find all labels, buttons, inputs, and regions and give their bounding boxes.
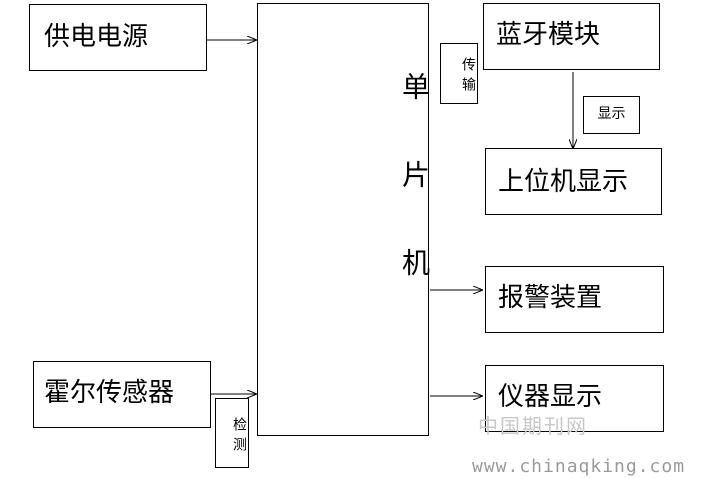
host-display-label: 上位机显示 [498, 167, 629, 197]
instrument-display-block: 仪器显示 [485, 365, 664, 432]
hall-sensor-block: 霍尔传感器 [33, 361, 211, 428]
power-supply-block: 供电电源 [29, 4, 207, 71]
detect-edge-label: 检测 [215, 398, 249, 468]
mcu-block: 单片机 [257, 3, 431, 436]
alarm-device-block: 报警装置 [485, 266, 664, 333]
transmit-edge-label: 传输 [440, 43, 478, 104]
watermark-url: www.chinaqking.com [472, 456, 686, 477]
host-display-block: 上位机显示 [485, 148, 662, 215]
mcu-label: 单片机 [398, 72, 431, 336]
instrument-display-label: 仪器显示 [498, 382, 603, 412]
watermark-cn: 中国期刊网 [478, 414, 588, 438]
alarm-device-label: 报警装置 [498, 283, 603, 313]
bluetooth-module-label: 蓝牙模块 [496, 20, 601, 50]
display-edge-label: 显示 [583, 96, 640, 134]
bluetooth-module-block: 蓝牙模块 [483, 3, 660, 70]
power-supply-label: 供电电源 [44, 22, 149, 52]
hall-sensor-label: 霍尔传感器 [44, 378, 175, 408]
